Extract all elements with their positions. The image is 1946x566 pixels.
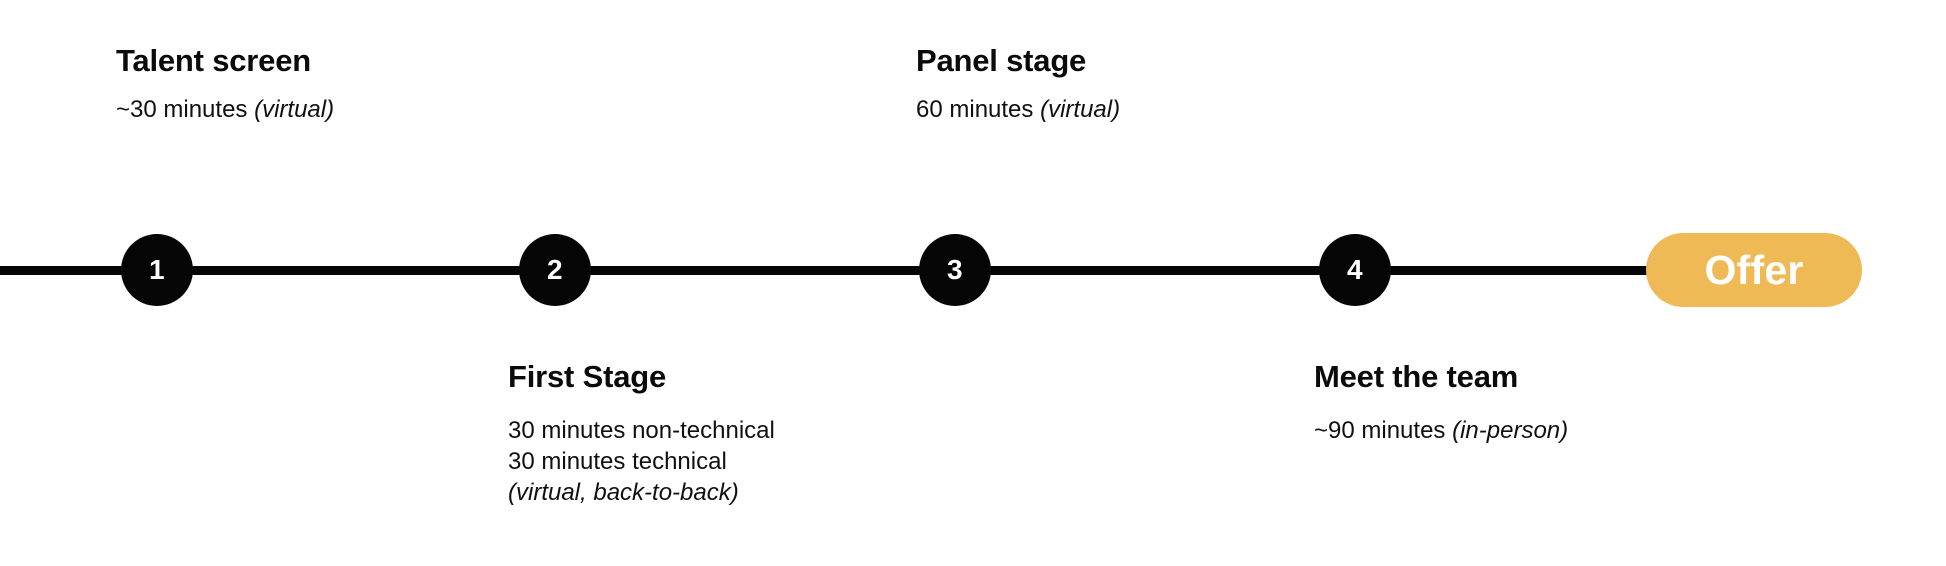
stage-detail-line: 30 minutes technical [508,447,775,478]
stage-detail-text: ~30 minutes [116,96,255,124]
stage-detail-line: ~90 minutes (in-person) [1314,416,1568,447]
stage-detail-line: 30 minutes non-technical [508,416,775,447]
timeline-node-4-number: 4 [1346,254,1364,285]
stage-title-talent-screen: Talent screen [116,43,311,78]
stage-detail-text: 30 minutes non-technical [508,417,775,445]
stage-title-meet-the-team: Meet the team [1314,359,1519,394]
stage-detail-emphasis: (virtual) [1040,96,1121,124]
stage-block-first-stage: First Stage 30 minutes non-technical 30 … [508,359,775,508]
timeline-node-3[interactable]: 3 [919,234,991,306]
stage-detail-panel-stage: 60 minutes (virtual) [916,95,1120,126]
stage-detail-emphasis: (virtual, back-to-back) [508,478,739,506]
stage-detail-emphasis: (virtual) [254,96,335,124]
stage-title-first-stage: First Stage [508,359,667,394]
timeline-node-4[interactable]: 4 [1319,234,1391,306]
stage-detail-line: 60 minutes (virtual) [916,95,1120,126]
timeline-rail [0,266,1650,275]
stage-detail-text: 30 minutes technical [508,447,727,475]
stage-title-panel-stage: Panel stage [916,43,1087,78]
offer-pill[interactable]: Offer [1646,233,1862,307]
timeline-node-2[interactable]: 2 [519,234,591,306]
stage-detail-text: 60 minutes [916,96,1041,124]
stage-detail-emphasis: (in-person) [1452,417,1569,445]
stage-detail-talent-screen: ~30 minutes (virtual) [116,95,334,126]
stage-detail-line: (virtual, back-to-back) [508,478,775,509]
stage-detail-text: ~90 minutes [1314,417,1453,445]
timeline-node-2-number: 2 [546,254,564,285]
stage-block-meet-the-team: Meet the team ~90 minutes (in-person) [1314,359,1568,447]
offer-label: Offer [1704,246,1804,293]
stage-detail-first-stage: 30 minutes non-technical 30 minutes tech… [508,416,775,508]
stage-detail-line: ~30 minutes (virtual) [116,95,334,126]
timeline-node-3-number: 3 [946,254,964,285]
stage-block-talent-screen: Talent screen ~30 minutes (virtual) [116,43,334,126]
timeline-node-1[interactable]: 1 [121,234,193,306]
stage-detail-meet-the-team: ~90 minutes (in-person) [1314,416,1568,447]
timeline-node-1-number: 1 [148,254,166,285]
stage-block-panel-stage: Panel stage 60 minutes (virtual) [916,43,1120,126]
